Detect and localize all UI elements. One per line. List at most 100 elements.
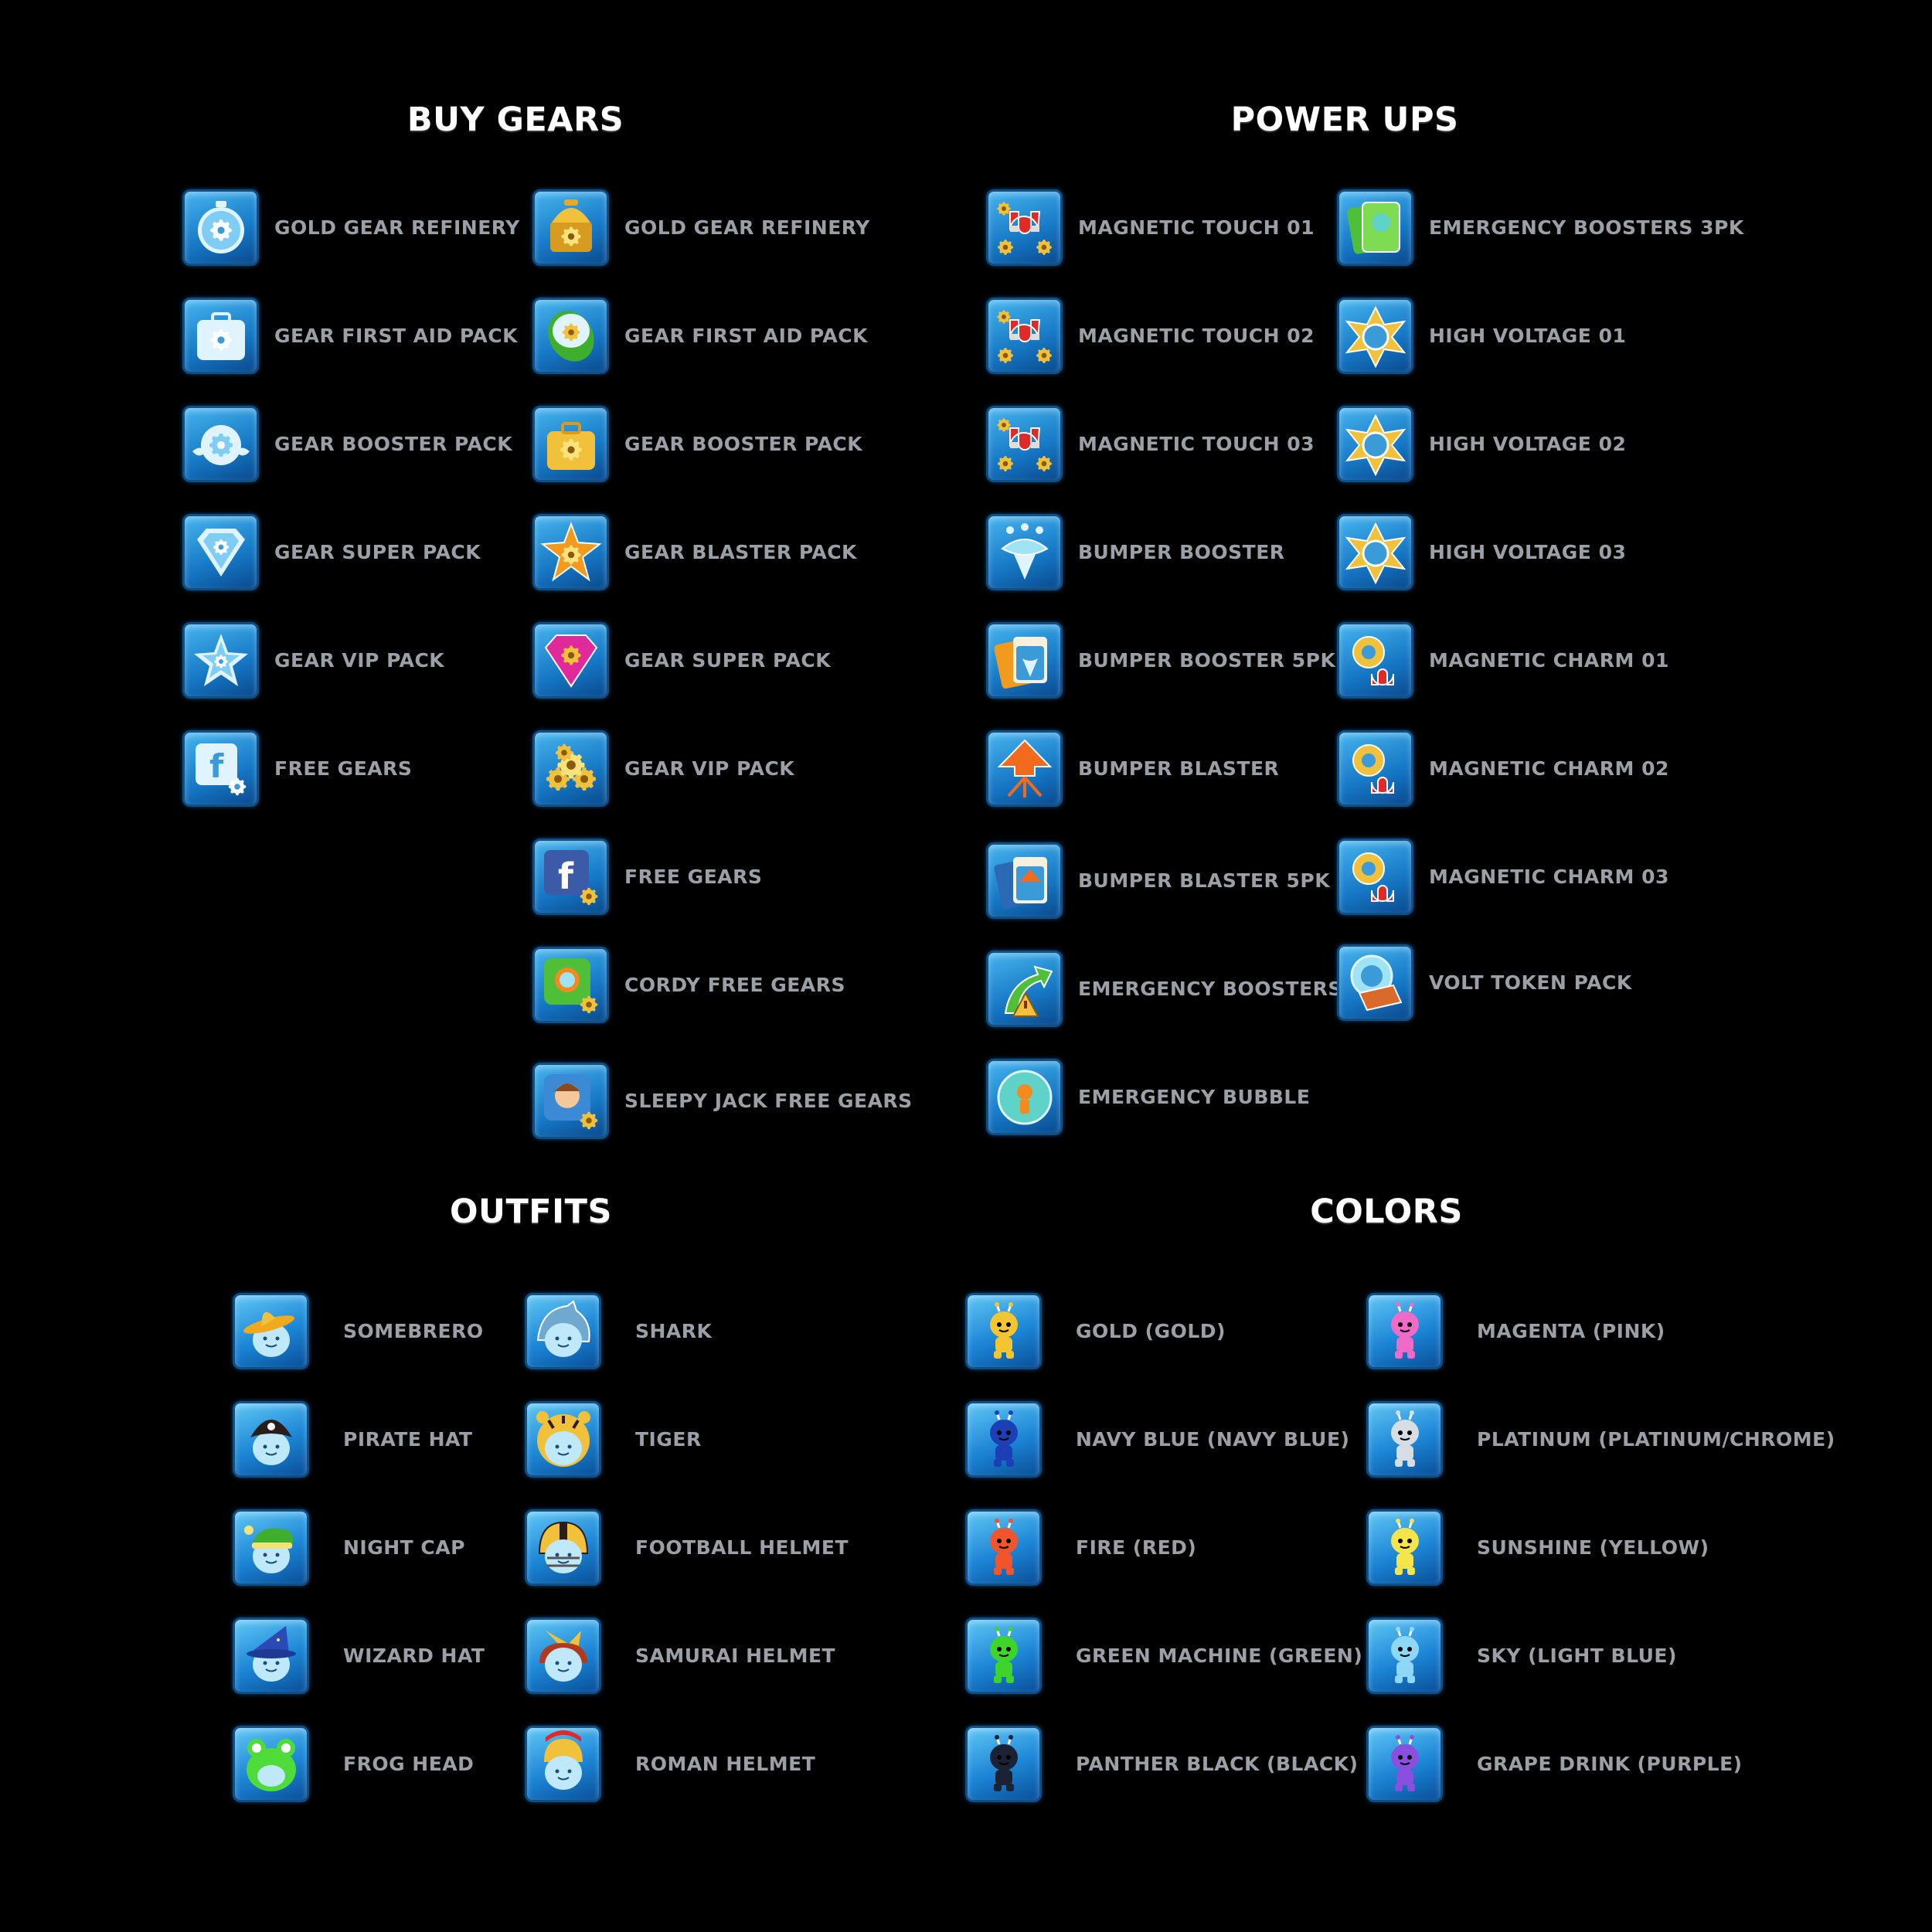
buy-gears-item[interactable]: GEAR BOOSTER PACK — [182, 406, 512, 482]
outfits-item[interactable]: NIGHT CAP — [233, 1509, 465, 1586]
gold-refinery-icon-art — [549, 199, 592, 252]
item-label: GEAR BLASTER PACK — [624, 541, 857, 563]
samurai-helmet-icon-art — [539, 1630, 587, 1682]
cordy-gear-icon-art — [543, 957, 597, 1013]
item-label: GEAR VIP PACK — [624, 757, 795, 780]
power-ups-item[interactable]: MAGNETIC CHARM 01 — [1337, 622, 1669, 699]
power-ups-item[interactable]: HIGH VOLTAGE 01 — [1337, 298, 1626, 374]
colors-item[interactable]: FIRE (RED) — [965, 1509, 1196, 1586]
buy-gears-item[interactable]: GEAR SUPER PACK — [532, 622, 831, 699]
football-helmet-icon — [525, 1509, 601, 1586]
robot-navy-icon-art — [989, 1410, 1018, 1467]
power-ups-item[interactable]: EMERGENCY BUBBLE — [986, 1059, 1310, 1135]
power-ups-item[interactable]: HIGH VOLTAGE 02 — [1337, 406, 1626, 482]
item-label: GOLD GEAR REFINERY — [274, 216, 520, 239]
outfits-item[interactable]: TIGER — [525, 1401, 702, 1478]
power-ups-item[interactable]: BUMPER BOOSTER — [986, 514, 1285, 590]
power-ups-item[interactable]: MAGNETIC TOUCH 01 — [986, 189, 1315, 266]
colors-item[interactable]: GREEN MACHINE (GREEN) — [965, 1617, 1362, 1694]
diamond-gear-icon — [182, 514, 259, 590]
outfits-item[interactable]: PIRATE HAT — [233, 1401, 473, 1478]
robot-light-blue-icon-art — [1390, 1626, 1419, 1683]
emergency-arrow-icon-art — [1004, 965, 1053, 1017]
item-label: EMERGENCY BOOSTERS — [1078, 978, 1342, 1000]
item-label: HIGH VOLTAGE 03 — [1429, 541, 1627, 563]
colors-title: COLORS — [1310, 1192, 1463, 1231]
colors-item[interactable]: GOLD (GOLD) — [965, 1293, 1226, 1369]
power-ups-item[interactable]: MAGNETIC CHARM 02 — [1337, 730, 1669, 807]
power-ups-item[interactable]: EMERGENCY BOOSTERS 3PK — [1337, 189, 1744, 266]
power-ups-item[interactable]: EMERGENCY BOOSTERS — [986, 951, 1342, 1027]
svg-text:f: f — [209, 747, 224, 785]
buy-gears-item[interactable]: SLEEPY JACK FREE GEARS — [532, 1063, 913, 1139]
item-label: NAVY BLUE (NAVY BLUE) — [1076, 1428, 1350, 1451]
item-label: SHARK — [635, 1320, 713, 1342]
item-label: BUMPER BLASTER 5PK — [1078, 869, 1331, 892]
buy-gears-item[interactable]: GEAR VIP PACK — [532, 730, 794, 807]
emergency-arrow-icon — [986, 951, 1063, 1027]
colors-item[interactable]: SKY (LIGHT BLUE) — [1366, 1617, 1677, 1694]
buy-gears-item[interactable]: GEAR SUPER PACK — [182, 514, 481, 590]
colors-item[interactable]: PLATINUM (PLATINUM/CHROME) — [1366, 1401, 1835, 1478]
star-gear-icon — [182, 622, 259, 699]
emergency-bubble-icon-art — [997, 1070, 1052, 1124]
frog-head-icon — [233, 1726, 309, 1802]
power-ups-item[interactable]: BUMPER BLASTER 5PK — [986, 842, 1330, 919]
colors-item[interactable]: GRAPE DRINK (PURPLE) — [1366, 1726, 1743, 1802]
buy-gears-item[interactable]: CORDY FREE GEARS — [532, 947, 845, 1023]
item-label: GEAR FIRST AID PACK — [624, 325, 868, 347]
buy-gears-item[interactable]: GOLD GEAR REFINERY — [182, 189, 520, 266]
robot-platinum-icon-art — [1390, 1410, 1419, 1467]
winged-gear-icon-art — [192, 424, 250, 465]
outfits-item[interactable]: ROMAN HELMET — [525, 1726, 815, 1802]
outfits-item[interactable]: SAMURAI HELMET — [525, 1617, 835, 1694]
power-ups-item[interactable]: MAGNETIC CHARM 03 — [1337, 838, 1669, 915]
buy-gears-item[interactable]: GEAR VIP PACK — [182, 622, 444, 699]
colors-item[interactable]: NAVY BLUE (NAVY BLUE) — [965, 1401, 1349, 1478]
high-voltage-icon — [1337, 514, 1413, 590]
robot-platinum-icon — [1366, 1401, 1443, 1478]
outfits-item[interactable]: FROG HEAD — [233, 1726, 474, 1802]
bumper-booster-cards-icon — [986, 622, 1063, 699]
volt-token-chest-icon — [1337, 944, 1413, 1021]
outfits-item[interactable]: FOOTBALL HELMET — [525, 1509, 849, 1586]
power-ups-item[interactable]: BUMPER BOOSTER 5PK — [986, 622, 1335, 699]
power-ups-item[interactable]: MAGNETIC TOUCH 02 — [986, 298, 1315, 374]
colors-item[interactable]: MAGENTA (PINK) — [1366, 1293, 1665, 1369]
emergency-cards-icon — [1337, 189, 1413, 266]
item-label: VOLT TOKEN PACK — [1429, 971, 1632, 994]
buy-gears-item[interactable]: GOLD GEAR REFINERY — [532, 189, 870, 266]
facebook-gear-icon: f — [182, 730, 259, 807]
gear-capsule-icon — [532, 298, 609, 374]
colors-item[interactable]: PANTHER BLACK (BLACK) — [965, 1726, 1358, 1802]
volt-token-chest-icon-art — [1350, 954, 1402, 1011]
outfits-item[interactable]: WIZARD HAT — [233, 1617, 485, 1694]
football-helmet-icon-art — [538, 1521, 588, 1573]
item-label: GEAR SUPER PACK — [274, 541, 481, 563]
power-ups-item[interactable]: BUMPER BLASTER — [986, 730, 1279, 807]
robot-red-icon-art — [989, 1518, 1018, 1575]
outfits-item[interactable]: SHARK — [525, 1293, 712, 1369]
shark-icon-art — [536, 1299, 590, 1357]
item-label: MAGNETIC CHARM 03 — [1429, 866, 1669, 888]
buy-gears-item[interactable]: GEAR FIRST AID PACK — [182, 298, 518, 374]
power-ups-item[interactable]: HIGH VOLTAGE 03 — [1337, 514, 1626, 590]
item-label: SOMEBRERO — [343, 1320, 484, 1342]
winged-gear-icon — [182, 406, 259, 482]
robot-purple-icon-art — [1390, 1734, 1419, 1791]
item-label: EMERGENCY BUBBLE — [1078, 1086, 1311, 1108]
buy-gears-item[interactable]: GEAR BOOSTER PACK — [532, 406, 862, 482]
power-ups-item[interactable]: VOLT TOKEN PACK — [1337, 944, 1632, 1021]
buy-gears-item[interactable]: GEAR BLASTER PACK — [532, 514, 857, 590]
buy-gears-item[interactable]: GEAR FIRST AID PACK — [532, 298, 868, 374]
gear-star-burst-icon-art — [539, 521, 602, 582]
power-ups-item[interactable]: MAGNETIC TOUCH 03 — [986, 406, 1315, 482]
robot-purple-icon — [1366, 1726, 1443, 1802]
colors-item[interactable]: SUNSHINE (YELLOW) — [1366, 1509, 1709, 1586]
outfits-item[interactable]: SOMEBRERO — [233, 1293, 484, 1369]
item-label: GEAR VIP PACK — [274, 649, 445, 672]
robot-green-icon-art — [989, 1626, 1018, 1683]
item-label: GREEN MACHINE (GREEN) — [1076, 1645, 1363, 1667]
